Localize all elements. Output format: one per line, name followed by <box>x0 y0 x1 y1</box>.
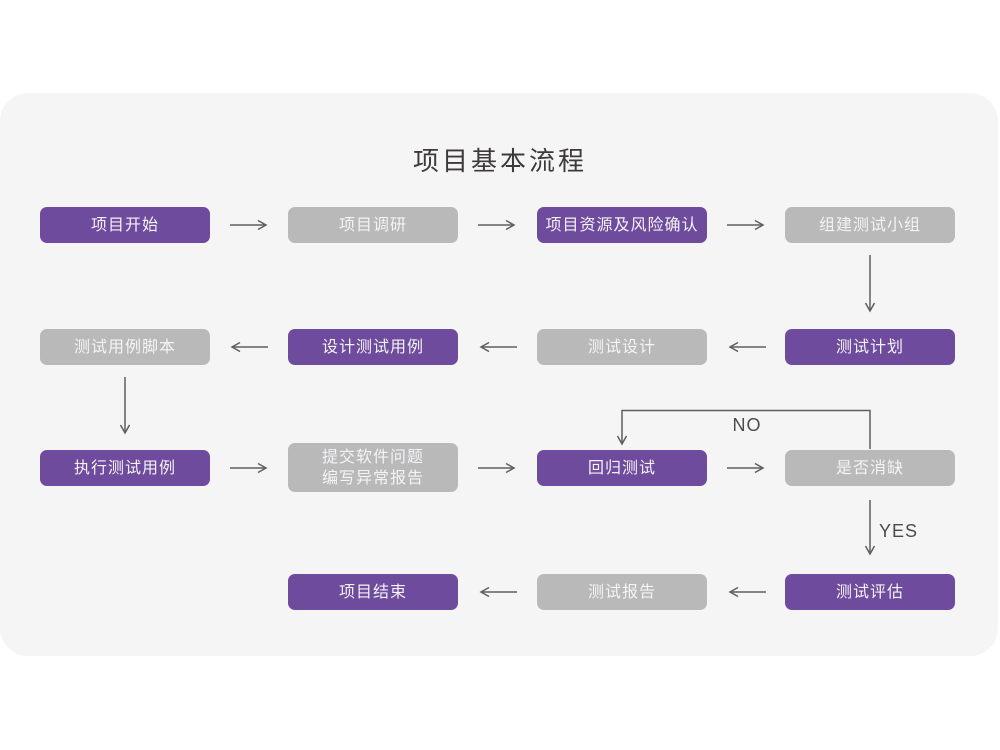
flow-node-project-research: 项目调研 <box>288 207 458 243</box>
flow-node-design-test-case: 设计测试用例 <box>288 329 458 365</box>
edge-label-yes: YES <box>879 521 919 541</box>
flow-node-build-test-team: 组建测试小组 <box>785 207 955 243</box>
flow-node-resource-risk-confirm: 项目资源及风险确认 <box>537 207 707 243</box>
flow-node-project-end: 项目结束 <box>288 574 458 610</box>
flow-node-test-case-script: 测试用例脚本 <box>40 329 210 365</box>
flow-node-test-evaluation: 测试评估 <box>785 574 955 610</box>
flow-node-test-report: 测试报告 <box>537 574 707 610</box>
flow-node-execute-test-case: 执行测试用例 <box>40 450 210 486</box>
edge-label-no: NO <box>732 415 762 435</box>
flow-node-test-plan: 测试计划 <box>785 329 955 365</box>
flowchart-card <box>0 93 998 656</box>
flow-node-regression-test: 回归测试 <box>537 450 707 486</box>
flow-node-defect-eliminated: 是否消缺 <box>785 450 955 486</box>
page-title: 项目基本流程 <box>412 146 587 176</box>
flow-node-project-start: 项目开始 <box>40 207 210 243</box>
flow-node-test-design: 测试设计 <box>537 329 707 365</box>
flow-node-submit-issue-report: 提交软件问题 编写异常报告 <box>288 443 458 492</box>
